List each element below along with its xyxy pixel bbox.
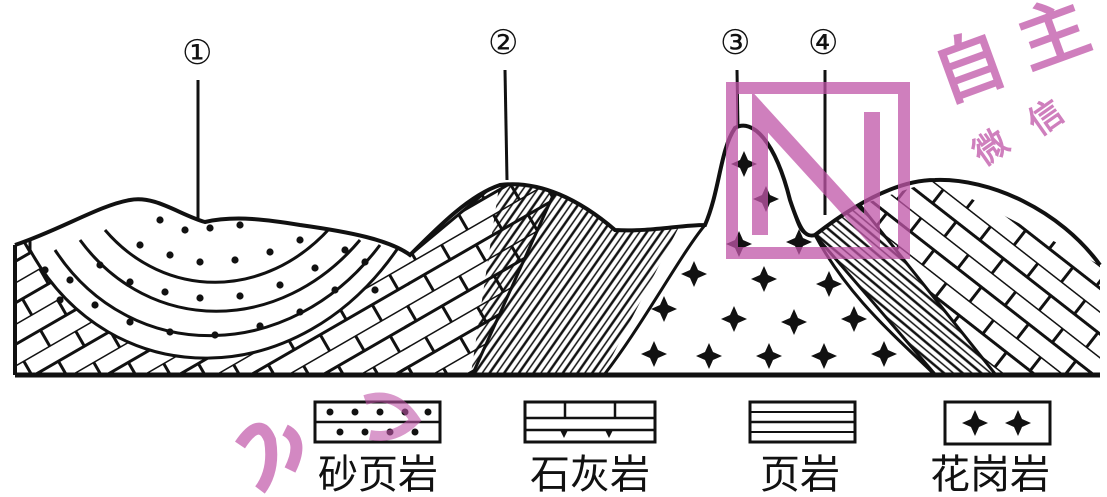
legend-label-limestone: 石灰岩 xyxy=(530,452,650,497)
legend-label-granite: 花岗岩 xyxy=(930,452,1050,497)
marker-2: ② xyxy=(488,23,518,181)
marker-3-label: ③ xyxy=(720,23,750,63)
watermark-stroke-bottom-left-2 xyxy=(363,392,422,441)
granite-crosses xyxy=(641,151,897,369)
cross-section xyxy=(13,123,1102,378)
watermark-char-1: 自 xyxy=(923,17,1017,118)
watermark-stroke-bottom-left xyxy=(235,422,303,494)
legend-item-limestone: 石灰岩 xyxy=(523,400,657,497)
legend-swatch-granite xyxy=(943,400,1052,446)
watermark-char-2: 主 xyxy=(1006,0,1100,85)
legend-item-shale: 页岩 xyxy=(748,400,857,497)
legend-item-sandy-shale: 砂页岩 xyxy=(313,400,442,497)
tilted-limestone-right xyxy=(858,180,1100,375)
marker-2-label: ② xyxy=(488,23,518,63)
syncline-dots xyxy=(41,216,379,339)
legend-swatch-limestone xyxy=(523,400,657,444)
marker-1: ① xyxy=(182,33,212,218)
marker-1-label: ① xyxy=(182,33,212,73)
legend-item-granite: 花岗岩 xyxy=(930,400,1052,497)
legend: 砂页岩 石灰岩 页岩 花岗岩 xyxy=(313,400,1052,497)
legend-label-sandy-shale: 砂页岩 xyxy=(318,452,438,497)
watermark-logo xyxy=(726,82,910,259)
watermark-char-3: 微 xyxy=(965,122,1017,175)
legend-label-shale: 页岩 xyxy=(760,452,840,497)
watermark-char-4: 信 xyxy=(1021,92,1072,144)
marker-4-label: ④ xyxy=(808,23,838,63)
